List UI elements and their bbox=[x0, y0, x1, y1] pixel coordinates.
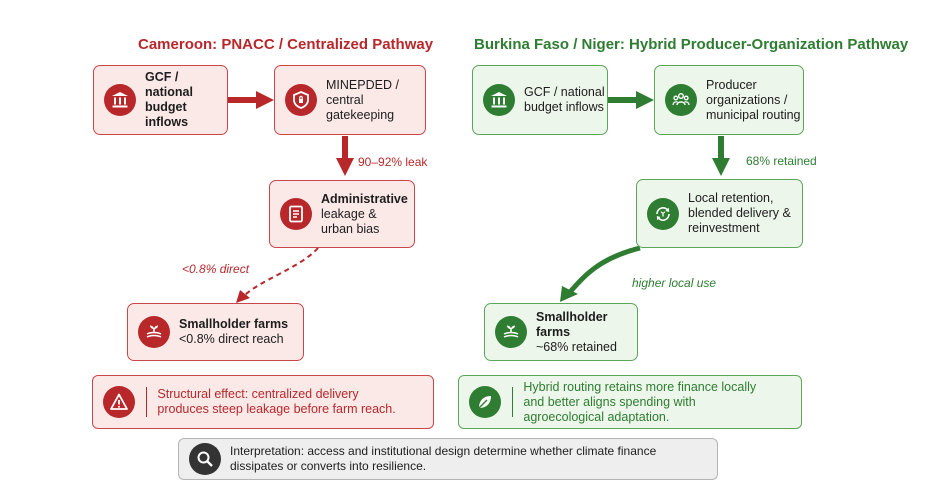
smallholder-farms-text-left: Smallholder farms<0.8% direct reach bbox=[179, 317, 288, 347]
administrative-leakage-detail: leakage & urban bias bbox=[321, 206, 380, 236]
local-retention-box: Local retention, blended delivery & rein… bbox=[636, 179, 803, 248]
smallholder-farms-detail-right: ~68% retained bbox=[536, 339, 617, 354]
gcf-inflows-box-left: GCF / national budget inflows bbox=[93, 65, 228, 135]
structural-effect-callout: Structural effect: centralized delivery … bbox=[92, 375, 434, 429]
seedling-icon bbox=[495, 316, 527, 348]
callout-divider-left bbox=[146, 387, 148, 417]
bank-icon bbox=[483, 84, 515, 116]
gcf-inflows-box-right: GCF / national budget inflows bbox=[472, 65, 608, 135]
administrative-leakage-title: Administrative bbox=[321, 191, 408, 206]
smallholder-farms-title-right: Smallholder farms bbox=[536, 309, 608, 339]
hybrid-routing-callout: Hybrid routing retains more finance loca… bbox=[458, 375, 802, 429]
shield-lock-icon bbox=[285, 84, 317, 116]
search-icon bbox=[189, 443, 221, 475]
seedling-icon bbox=[138, 316, 170, 348]
interpretation-text: Interpretation: access and institutional… bbox=[230, 444, 657, 473]
document-icon bbox=[280, 198, 312, 230]
hybrid-routing-text: Hybrid routing retains more finance loca… bbox=[523, 379, 757, 424]
leaf-icon bbox=[469, 386, 501, 418]
left-title: Cameroon: PNACC / Centralized Pathway bbox=[138, 36, 434, 53]
interpretation-bar: Interpretation: access and institutional… bbox=[178, 438, 718, 480]
higher-local-use-label: higher local use bbox=[632, 276, 717, 290]
retained-label: 68% retained bbox=[746, 154, 817, 168]
right-title: Burkina Faso / Niger: Hybrid Producer-Or… bbox=[474, 36, 909, 53]
producer-organizations-label: Producer organizations / municipal routi… bbox=[706, 77, 801, 122]
producer-organizations-box: Producer organizations / municipal routi… bbox=[654, 65, 804, 135]
local-retention-label: Local retention, blended delivery & rein… bbox=[688, 191, 791, 235]
smallholder-farms-box-right: Smallholder farms~68% retained bbox=[484, 303, 638, 361]
leak-label: 90–92% leak bbox=[358, 155, 428, 169]
recycle-icon bbox=[647, 197, 679, 230]
direct-label: <0.8% direct bbox=[182, 262, 250, 276]
smallholder-farms-text-right: Smallholder farms~68% retained bbox=[536, 310, 637, 355]
structural-effect-text: Structural effect: centralized delivery … bbox=[157, 387, 396, 416]
smallholder-farms-title-left: Smallholder farms bbox=[179, 317, 289, 331]
smallholder-farms-detail-left: <0.8% direct reach bbox=[179, 332, 284, 346]
bank-icon bbox=[104, 84, 136, 116]
minepded-label: MINEPDED / central gatekeeping bbox=[326, 77, 399, 122]
callout-divider-right bbox=[512, 387, 514, 417]
warning-icon bbox=[103, 386, 135, 418]
gcf-inflows-label-right: GCF / national budget inflows bbox=[524, 85, 605, 114]
people-icon bbox=[665, 84, 697, 116]
smallholder-farms-box-left: Smallholder farms<0.8% direct reach bbox=[127, 303, 304, 361]
gcf-inflows-label-left: GCF / national budget inflows bbox=[145, 70, 193, 129]
minepded-box: MINEPDED / central gatekeeping bbox=[274, 65, 426, 135]
